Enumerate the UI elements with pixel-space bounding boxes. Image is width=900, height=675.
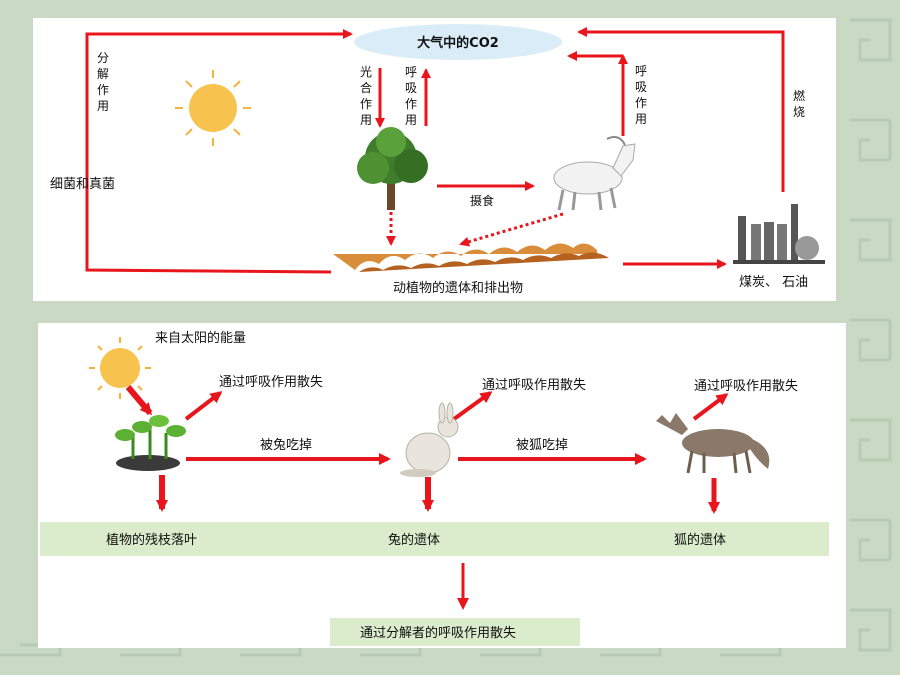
bacteria-fungi-label: 细菌和真菌 — [50, 177, 115, 192]
leaf-litter-icon — [333, 243, 609, 272]
atmosphere-label: 大气中的CO2 — [417, 35, 499, 51]
fox-icon — [656, 413, 770, 474]
solar-energy-label: 来自太阳的能量 — [155, 330, 246, 346]
factory-icon — [733, 204, 825, 264]
remains-label: 动植物的遗体和排出物 — [393, 280, 523, 296]
plant-remains-label: 植物的残枝落叶 — [106, 532, 197, 548]
rabbit-icon — [400, 402, 459, 477]
decomposer-loss-label: 通过分解者的呼吸作用散失 — [360, 625, 516, 641]
decomposition-label: 分 解 作 用 — [97, 51, 113, 113]
fox-respiration-loss-arrow — [692, 393, 729, 421]
rabbit-remains-label: 兔的遗体 — [388, 532, 440, 548]
ingestion-label: 摄食 — [470, 193, 494, 208]
combustion-label: 燃 烧 — [793, 88, 809, 119]
decomposition-arrow — [85, 29, 353, 274]
tree-icon — [357, 127, 428, 210]
respiration-loss-label-1: 通过呼吸作用散失 — [219, 375, 323, 390]
respiration-loss-label-2: 通过呼吸作用散失 — [482, 378, 586, 393]
plant-respiration-loss-arrow — [184, 391, 223, 421]
plant-respiration-label: 呼 吸 作 用 — [405, 65, 421, 127]
photosynthesis-label: 光 合 作 用 — [360, 65, 376, 127]
animal-to-remains-arrow — [459, 212, 564, 247]
energy-flow-panel: 来自太阳的能量 通过呼吸作用散失 通过呼吸作用散失 通过呼吸作用散失 — [38, 323, 846, 648]
sun-icon — [175, 70, 251, 146]
goat-icon — [553, 136, 636, 211]
atmosphere-ellipse — [354, 24, 562, 60]
remains-band — [40, 522, 829, 556]
carbon-cycle-panel: 大气中的CO2 分 解 作 用 细菌和真菌 光 合 作 用 — [33, 18, 836, 301]
carbon-cycle-diagram: 大气中的CO2 分 解 作 用 细菌和真菌 光 合 作 用 — [50, 24, 825, 296]
animal-respiration-label: 呼 吸 作 用 — [635, 64, 651, 126]
sun-to-plant-arrow — [125, 385, 153, 416]
combustion-arrow — [577, 27, 785, 192]
fox-remains-label: 狐的遗体 — [674, 532, 726, 548]
respiration-loss-label-3: 通过呼吸作用散失 — [694, 379, 798, 394]
eaten-by-rabbit-label: 被兔吃掉 — [260, 437, 312, 453]
seedling-icon — [115, 415, 186, 471]
sun-icon-bottom — [89, 337, 151, 399]
decomposer-band — [330, 618, 580, 646]
energy-flow-diagram: 来自太阳的能量 通过呼吸作用散失 通过呼吸作用散失 通过呼吸作用散失 — [89, 330, 798, 641]
fossil-fuel-label: 煤炭、 石油 — [739, 275, 808, 290]
eaten-by-fox-label: 被狐吃掉 — [516, 437, 568, 453]
rabbit-respiration-loss-arrow — [452, 391, 493, 421]
